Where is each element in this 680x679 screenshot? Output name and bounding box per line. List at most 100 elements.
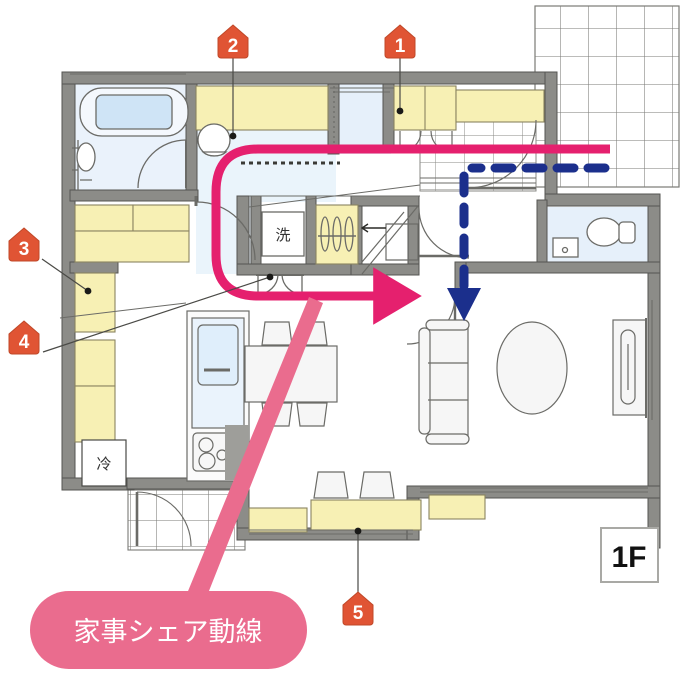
marker-5[interactable]: 5 [342, 591, 374, 626]
bathroom-fixtures [72, 87, 189, 190]
kitchen [59, 302, 250, 487]
cabinet-washroom-top [195, 85, 329, 131]
dining-chair-1 [261, 321, 293, 346]
wall-wash-cabinet-left [250, 195, 262, 275]
kitchen-sink-basin [197, 324, 239, 386]
wall-outer-right-upper [544, 71, 558, 201]
toilet-bowl [586, 217, 622, 247]
leader-3 [41, 258, 89, 292]
cabinet-left-4a [74, 339, 116, 387]
bath-sink [76, 142, 96, 172]
bath-faucet [72, 147, 92, 181]
marker-3[interactable]: 3 [8, 227, 40, 262]
stove-burner-1 [198, 437, 214, 453]
wall-hatching [61, 71, 661, 548]
marker-3-shape [8, 227, 40, 262]
marker-4-shape [8, 320, 40, 355]
hanger-3 [344, 216, 354, 252]
marker-4-number: 4 [19, 332, 30, 353]
wall-stair-bottom [350, 263, 420, 276]
cabinet-left-4b [74, 385, 116, 443]
marker-5-number: 5 [353, 603, 364, 624]
sofa-back [425, 319, 470, 331]
wall-cabinet-left-mid [69, 261, 119, 274]
wall-wash-right [327, 83, 340, 155]
marker-1[interactable]: 1 [384, 24, 416, 59]
stool-1 [313, 471, 349, 499]
callout-pill [30, 591, 307, 669]
window-deck-sill [420, 177, 536, 184]
toilet-fixtures [552, 217, 636, 258]
cabinet-corridor-c [74, 230, 190, 263]
marker-dots [84, 107, 404, 535]
wall-toilet-bottom [454, 261, 661, 274]
stair-riser-box [385, 223, 419, 261]
washer-unit [261, 211, 305, 257]
wall-hall-div [236, 195, 250, 275]
wall-bath-bottom [69, 189, 199, 202]
wall-wash-cabinet-bottom [236, 263, 359, 276]
vanity-pedestal [201, 151, 228, 157]
washroom-door-swing-left [196, 201, 256, 261]
cabinet-dining-bench [428, 494, 486, 520]
entry-shelf-line [330, 87, 394, 93]
callout-label: 家事シェア動線 [74, 617, 263, 648]
secondary-route-arrowhead [447, 288, 481, 321]
washer-label: 洗 [275, 226, 290, 244]
marker-2[interactable]: 2 [217, 24, 249, 59]
bath-door-swing [137, 139, 187, 189]
floor-badge-box [600, 527, 659, 583]
leader-4 [42, 276, 271, 353]
stair-arrow [360, 223, 386, 233]
windows [70, 73, 653, 547]
dot-4 [266, 273, 274, 281]
window-bottom-b [420, 487, 648, 493]
toilet-tank [618, 221, 636, 244]
washroom-double-door [257, 274, 303, 295]
wall-wash-cabinet-mid [305, 195, 317, 275]
housework-route-path [211, 144, 610, 325]
housework-callout: 家事シェア動線 [30, 591, 307, 669]
wall-stair-top [350, 195, 420, 207]
stove-burner-2 [198, 452, 216, 470]
marker-2-number: 2 [228, 36, 239, 57]
handwash-drain [561, 246, 569, 254]
living-room [418, 318, 647, 445]
fridge [81, 439, 127, 487]
hanger-2 [332, 216, 342, 252]
marker-leaders [41, 57, 401, 596]
sofa-front [425, 433, 470, 445]
cabinet-living-bottom-b [248, 507, 308, 533]
window-bottom-a [249, 529, 413, 535]
cabinet-living-bottom-a [310, 499, 422, 531]
coffee-table [496, 321, 568, 415]
secondary-route [447, 163, 610, 321]
sofa-body [427, 324, 469, 439]
cabinet-entry-long [455, 89, 545, 123]
terrace-door-swing [136, 491, 192, 547]
sofa-arm-left [418, 327, 431, 435]
bathtub-inner [95, 94, 173, 130]
marker-2-shape [217, 24, 249, 59]
wall-entry-right [382, 83, 395, 153]
dot-1 [396, 107, 404, 115]
stair-diagonal-b [361, 211, 405, 263]
marker-1-shape [384, 24, 416, 59]
floor-badge: 1F [600, 527, 659, 583]
cabinet-left-3 [74, 272, 116, 333]
hanger-1 [320, 216, 330, 252]
vanity-basin [197, 123, 231, 157]
marker-4[interactable]: 4 [8, 320, 40, 355]
dot-3 [84, 287, 92, 295]
callout-tail [186, 297, 323, 601]
cabinet-corridor-b [132, 204, 190, 232]
fridge-label: 冷 [96, 455, 111, 473]
dot-2 [229, 132, 237, 140]
kitchen-view-line [59, 302, 187, 319]
wall-toilet-top [544, 193, 661, 207]
cabinet-laundry-rack [315, 204, 359, 265]
landing-line-b [248, 184, 421, 208]
wall-bath-right [185, 83, 198, 197]
